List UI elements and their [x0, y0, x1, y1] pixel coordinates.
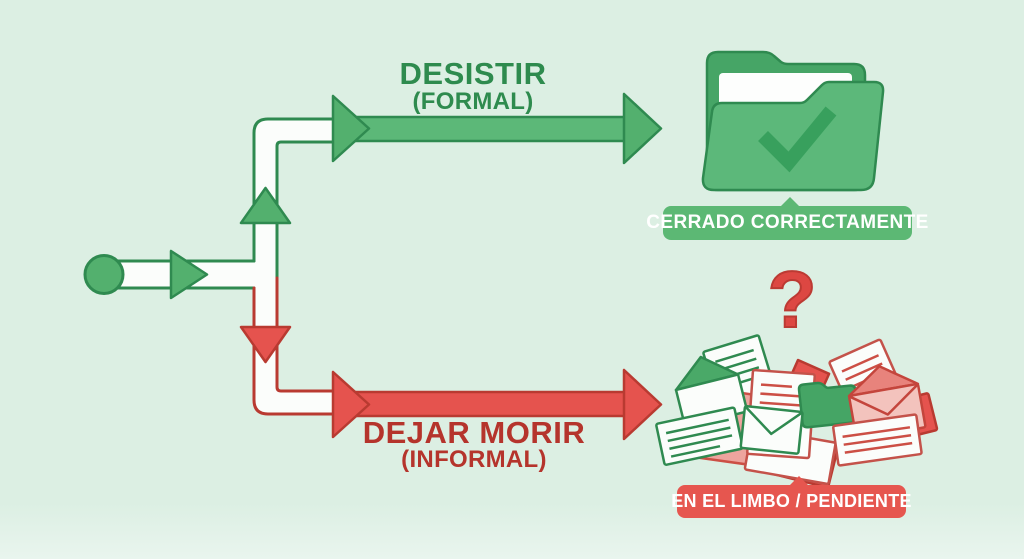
- paper-red-ruled-bottom: [832, 413, 923, 467]
- question-mark-icon: ?: [767, 255, 818, 344]
- up-triangle-icon: [239, 186, 292, 225]
- folder-small-icon: [797, 381, 860, 429]
- checkmark-icon: [758, 106, 837, 173]
- pipe-outline-red: [252, 276, 338, 416]
- pipe-body: [112, 119, 336, 414]
- start-node: [83, 254, 125, 295]
- badge-pointer-up-icon: [780, 197, 800, 207]
- badge-formal-text: CERRADO CORRECTAMENTE: [646, 212, 929, 233]
- paper-green-ruled-bottom: [655, 406, 744, 466]
- red-arrowhead-icon: [622, 368, 663, 441]
- flow-pipe: [110, 117, 338, 416]
- informal-branch-arrow: [331, 368, 663, 441]
- informal-branch-sublabel: (INFORMAL): [401, 446, 547, 473]
- formal-branch-label: DESISTIR: [399, 56, 547, 91]
- right-triangle-icon: [169, 249, 209, 300]
- badge-pointer-up-icon: [789, 476, 809, 486]
- folder-front: [701, 80, 885, 192]
- down-triangle-icon: [239, 325, 292, 364]
- cerrado-correctamente-badge: CERRADO CORRECTAMENTE: [646, 197, 928, 240]
- formal-branch-sublabel: (FORMAL): [412, 88, 534, 115]
- informal-branch-label: DEJAR MORIR: [362, 415, 586, 450]
- green-arrowhead-icon: [622, 92, 663, 165]
- envelope-green-icon: [739, 404, 804, 455]
- folder-check-icon: [701, 50, 885, 192]
- formal-branch-arrow: [331, 92, 663, 165]
- en-el-limbo-badge: EN EL LIMBO / PENDIENTE: [671, 476, 911, 518]
- paper-pile-icon: [655, 334, 939, 489]
- badge-informal-text: EN EL LIMBO / PENDIENTE: [671, 491, 912, 511]
